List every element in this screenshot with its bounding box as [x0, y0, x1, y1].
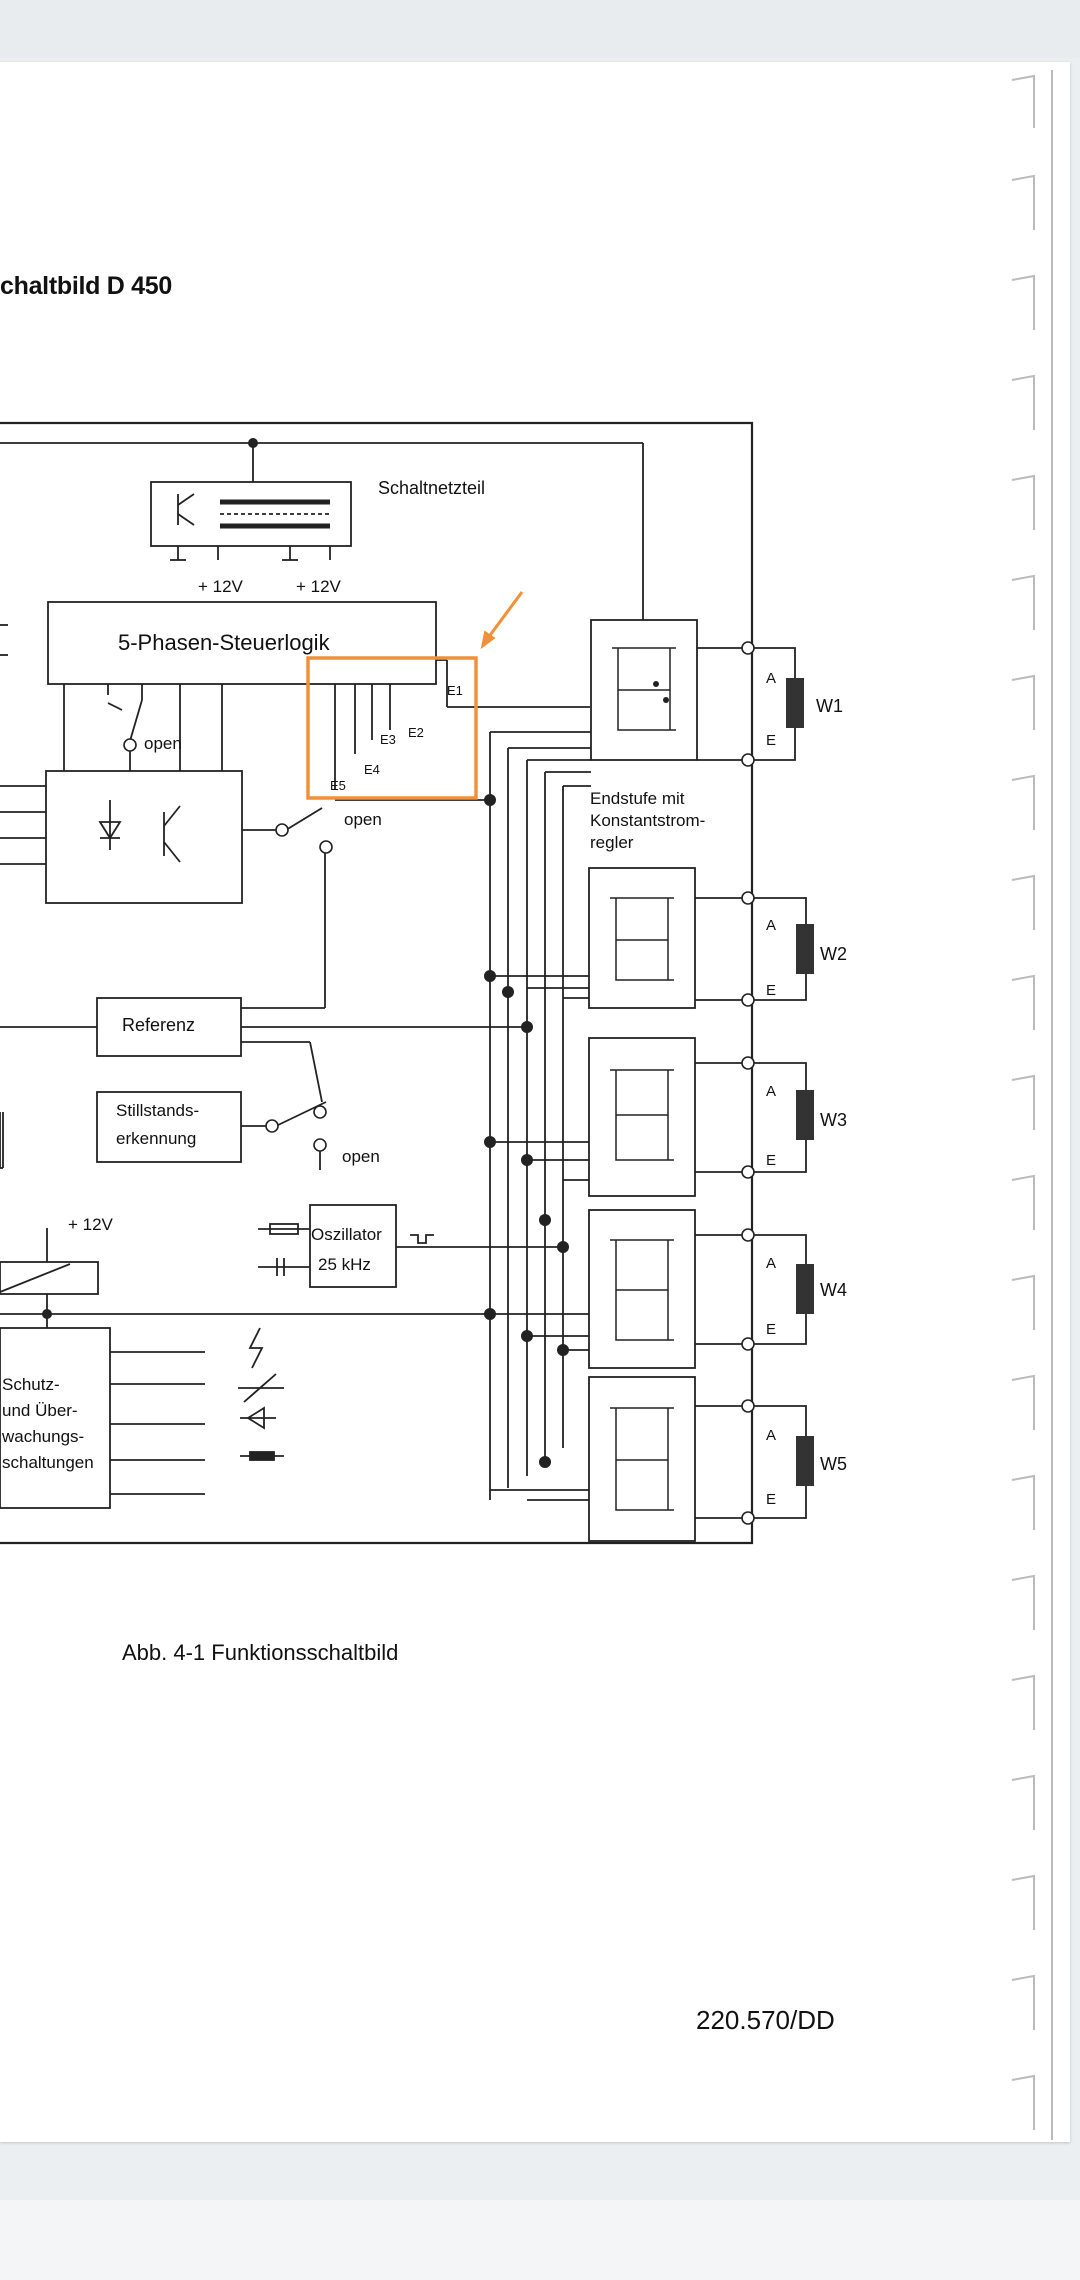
terminal-e-2: E	[766, 982, 776, 999]
figure-caption: Abb. 4-1 Funktionsschaltbild	[122, 1640, 399, 1665]
voltage-label-1: + 12V	[198, 577, 244, 596]
open-label-2: open	[344, 810, 382, 829]
terminal-e-5: E	[766, 1491, 776, 1508]
power-supply-box	[150, 481, 352, 547]
protection-label-1: Schutz-	[2, 1375, 60, 1394]
terminal-e-4: E	[766, 1321, 776, 1338]
standstill-box	[96, 1091, 242, 1163]
open-label-1: open	[144, 734, 182, 753]
winding-w1: W1	[816, 696, 843, 716]
terminal-a-3: A	[766, 1083, 776, 1100]
reference-label: Referenz	[122, 1015, 195, 1035]
winding-w4: W4	[820, 1280, 847, 1300]
winding-w3: W3	[820, 1110, 847, 1130]
protection-label-2: und Über-	[2, 1401, 78, 1420]
output-e4: E4	[364, 762, 380, 777]
document-number: 220.570/DD	[696, 2005, 835, 2035]
app-top-bar	[0, 0, 1080, 58]
protection-label-3: wachungs-	[1, 1427, 84, 1446]
binder-rings	[1011, 70, 1053, 2140]
endstage-inner	[610, 647, 676, 1511]
output-e5: E5	[330, 778, 346, 793]
terminal-a-5: A	[766, 1427, 776, 1444]
output-e2: E2	[408, 725, 424, 740]
document-page	[0, 62, 1070, 2142]
control-logic-label: 5-Phasen-Steuerlogik	[118, 630, 331, 655]
terminal-e-1: E	[766, 732, 776, 749]
voltage-label-2: + 12V	[296, 577, 342, 596]
oscillator-box	[309, 1204, 397, 1288]
winding-resistors	[786, 678, 814, 1486]
endstage-blocks	[588, 619, 698, 1542]
endstage-label-1: Endstufe mit	[590, 789, 685, 808]
terminals	[123, 641, 755, 1525]
bottom-panel	[0, 2200, 1080, 2280]
endstage-label-2: Konstantstrom-	[590, 811, 705, 830]
voltage-label-3: + 12V	[68, 1215, 114, 1234]
endstage-label-3: regler	[590, 833, 634, 852]
terminal-e-3: E	[766, 1152, 776, 1169]
open-label-3: open	[342, 1147, 380, 1166]
winding-w2: W2	[820, 944, 847, 964]
oscillator-label-2: 25 kHz	[318, 1255, 371, 1274]
terminal-a-4: A	[766, 1255, 776, 1272]
terminal-a-1: A	[766, 670, 776, 687]
output-e3: E3	[380, 732, 396, 747]
oscillator-label-1: Oszillator	[311, 1225, 382, 1244]
output-e1: E1	[447, 683, 463, 698]
terminal-a-2: A	[766, 917, 776, 934]
highlight-box	[306, 656, 478, 800]
control-logic-box	[47, 601, 437, 685]
protection-label-4: schaltungen	[2, 1453, 94, 1472]
standstill-label-2: erkennung	[116, 1129, 196, 1148]
optocoupler-box	[45, 770, 243, 904]
junctions	[42, 438, 669, 1468]
document-title: chaltbild D 450	[0, 272, 172, 300]
power-supply-label: Schaltnetzteil	[378, 478, 485, 498]
protection-box	[0, 1327, 111, 1509]
winding-w5: W5	[820, 1454, 847, 1474]
standstill-label-1: Stillstands-	[116, 1101, 199, 1120]
